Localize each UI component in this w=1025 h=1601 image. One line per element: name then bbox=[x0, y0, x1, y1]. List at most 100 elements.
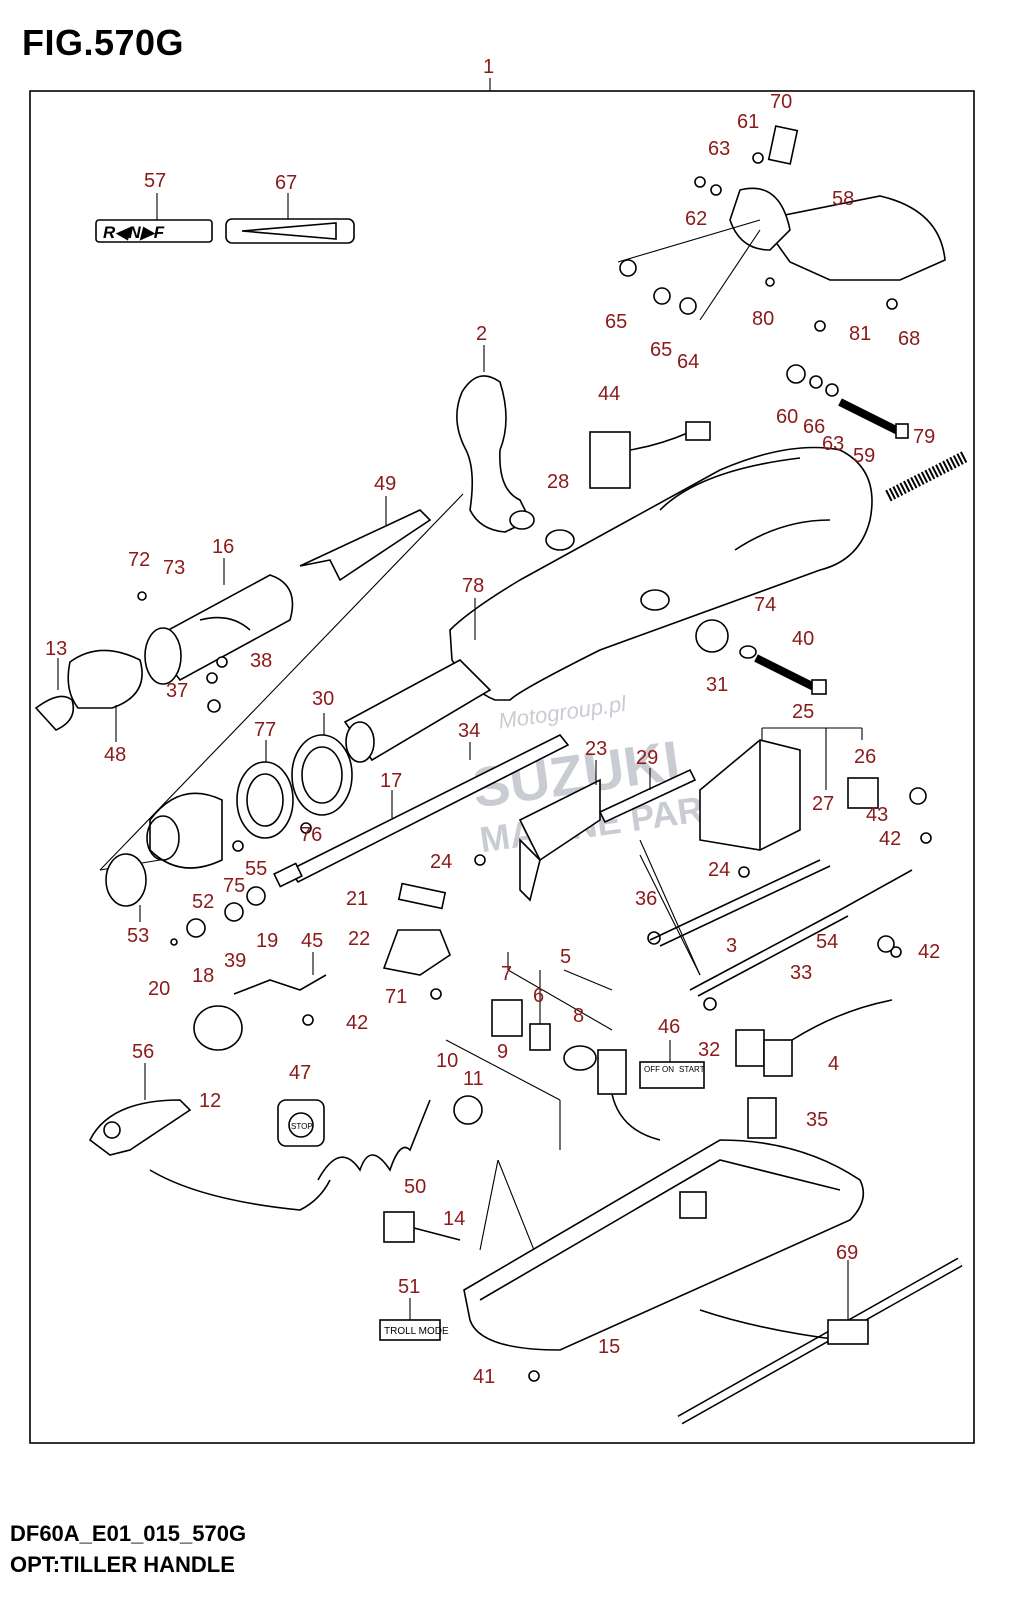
callout-69: 69 bbox=[836, 1242, 858, 1264]
callout-50: 50 bbox=[404, 1176, 426, 1198]
washer-74 bbox=[739, 645, 757, 659]
callout-29: 29 bbox=[636, 747, 658, 769]
callout-6: 6 bbox=[533, 985, 544, 1007]
key-switch bbox=[491, 999, 661, 1141]
callout-22: 22 bbox=[348, 928, 370, 950]
ignition-decal: OFF ON START bbox=[639, 1061, 705, 1089]
diagram-frame bbox=[29, 90, 975, 1444]
callout-66: 66 bbox=[803, 416, 825, 438]
callout-24b: 24 bbox=[708, 859, 730, 881]
callout-58: 58 bbox=[832, 188, 854, 210]
plate-21 bbox=[397, 882, 447, 910]
callout-77: 77 bbox=[254, 719, 276, 741]
callout-8: 8 bbox=[573, 1005, 584, 1027]
lanyard-coil bbox=[149, 1095, 483, 1211]
callout-19: 19 bbox=[256, 930, 278, 952]
lower-case bbox=[463, 1139, 865, 1351]
decal-off: OFF bbox=[644, 1065, 660, 1074]
callout-45: 45 bbox=[301, 930, 323, 952]
wire-harness bbox=[735, 999, 893, 1077]
callout-labels: 1 2 3 4 5 6 7 8 9 10 11 12 13 14 15 16 1… bbox=[45, 56, 940, 1388]
callout-70: 70 bbox=[770, 91, 792, 113]
callout-59: 59 bbox=[853, 445, 875, 467]
callout-71: 71 bbox=[385, 986, 407, 1008]
cable-33 bbox=[689, 869, 913, 997]
callout-52: 52 bbox=[192, 891, 214, 913]
switch-box bbox=[699, 739, 801, 851]
callout-39: 39 bbox=[224, 950, 246, 972]
bracket bbox=[299, 509, 432, 582]
callout-7: 7 bbox=[501, 963, 512, 985]
callout-34: 34 bbox=[458, 720, 480, 742]
callout-42c: 42 bbox=[346, 1012, 368, 1034]
callout-48: 48 bbox=[104, 744, 126, 766]
bracket-45 bbox=[233, 974, 327, 995]
callout-31: 31 bbox=[706, 674, 728, 696]
callout-62: 62 bbox=[685, 208, 707, 230]
bolt-59 bbox=[838, 398, 909, 439]
end-ring bbox=[105, 853, 147, 907]
callout-33: 33 bbox=[790, 962, 812, 984]
callout-23: 23 bbox=[585, 738, 607, 760]
grip-cone bbox=[146, 792, 223, 869]
callout-18: 18 bbox=[192, 965, 214, 987]
sensor-44 bbox=[589, 421, 711, 489]
callout-12: 12 bbox=[199, 1090, 221, 1112]
callout-49: 49 bbox=[374, 473, 396, 495]
knob-12 bbox=[193, 1005, 243, 1051]
callout-79: 79 bbox=[913, 426, 935, 448]
callout-37: 37 bbox=[166, 680, 188, 702]
callout-43: 43 bbox=[866, 804, 888, 826]
friction-ring bbox=[236, 761, 294, 839]
grommet-31 bbox=[695, 619, 729, 653]
bolt-40 bbox=[754, 654, 827, 695]
figure-title: FIG.570G bbox=[22, 22, 185, 63]
callout-63a: 63 bbox=[708, 138, 730, 160]
callout-65b: 65 bbox=[650, 339, 672, 361]
callout-64: 64 bbox=[677, 351, 699, 373]
shift-decal: R◀N▶F bbox=[95, 219, 213, 243]
callout-28: 28 bbox=[547, 471, 569, 493]
wedge-decal bbox=[225, 218, 355, 244]
figure-name: OPT:TILLER HANDLE bbox=[10, 1552, 235, 1577]
callout-73: 73 bbox=[163, 557, 185, 579]
tag-plate bbox=[767, 125, 799, 165]
callout-35: 35 bbox=[806, 1109, 828, 1131]
gasket-plate bbox=[847, 777, 879, 809]
spring-79 bbox=[885, 450, 969, 502]
callout-44: 44 bbox=[598, 383, 620, 405]
stop-switch: STOP bbox=[277, 1099, 325, 1147]
tiller-housing bbox=[449, 446, 873, 701]
callout-46: 46 bbox=[658, 1016, 680, 1038]
troll-switch bbox=[383, 1211, 461, 1243]
callout-15: 15 bbox=[598, 1336, 620, 1358]
troll-decal-text: TROLL MODE bbox=[384, 1326, 449, 1337]
callout-11: 11 bbox=[463, 1068, 484, 1090]
throttle-grip bbox=[144, 574, 294, 685]
callout-4: 4 bbox=[828, 1053, 839, 1075]
callout-67: 67 bbox=[275, 172, 297, 194]
decal-start: START bbox=[679, 1065, 705, 1074]
tiller-extension bbox=[677, 1257, 963, 1425]
shift-bracket bbox=[518, 778, 601, 902]
callout-81: 81 bbox=[849, 323, 871, 345]
stop-switch-text: STOP bbox=[291, 1122, 313, 1131]
callout-32: 32 bbox=[698, 1039, 720, 1061]
callout-68: 68 bbox=[898, 328, 920, 350]
callout-72: 72 bbox=[128, 549, 150, 571]
callout-41: 41 bbox=[473, 1366, 495, 1388]
callout-36: 36 bbox=[635, 888, 657, 910]
callout-56: 56 bbox=[132, 1041, 154, 1063]
callout-3: 3 bbox=[726, 935, 737, 957]
link-plate bbox=[598, 768, 697, 824]
fasteners bbox=[137, 152, 932, 1382]
upper-bracket bbox=[729, 187, 946, 281]
shift-lever bbox=[88, 1099, 192, 1156]
callout-63b: 63 bbox=[822, 433, 844, 455]
callout-53: 53 bbox=[127, 925, 149, 947]
callout-47: 47 bbox=[289, 1062, 311, 1084]
callout-21: 21 bbox=[346, 888, 368, 910]
callout-80: 80 bbox=[752, 308, 774, 330]
callout-20: 20 bbox=[148, 978, 170, 1000]
